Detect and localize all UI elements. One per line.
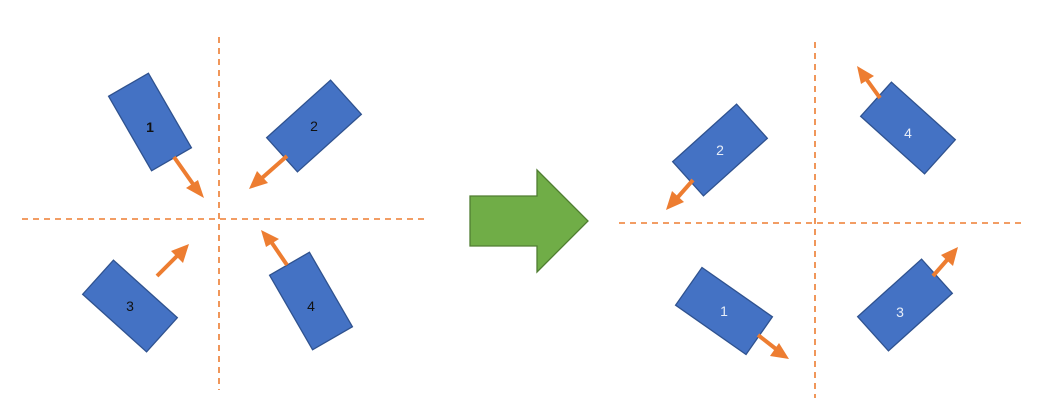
vehicle-label: 3 (126, 298, 134, 314)
before-vehicle-1: 1 (107, 72, 193, 172)
after-arrow-3 (931, 247, 958, 278)
vehicle-label: 1 (720, 303, 728, 319)
before-arrow-4 (261, 230, 289, 267)
before-vehicle-2: 2 (265, 79, 363, 173)
after-vehicle-3: 3 (856, 258, 954, 352)
before-arrow-2 (249, 154, 289, 189)
after-vehicle-1: 1 (674, 266, 774, 356)
vehicle-label: 4 (307, 298, 315, 314)
vehicle-body (107, 72, 193, 172)
after-vehicle-4: 4 (859, 81, 957, 175)
after-arrow-4 (857, 66, 882, 100)
before-vehicle-3: 3 (81, 259, 179, 353)
vehicle-body (859, 81, 957, 175)
transition-arrow (469, 168, 589, 274)
after-arrow-1 (756, 333, 789, 359)
before-arrow-3 (155, 244, 189, 278)
vehicle-label: 2 (310, 118, 318, 134)
vehicle-label: 4 (904, 125, 912, 141)
vehicle-body (268, 251, 354, 351)
vehicle-body (81, 259, 179, 353)
vehicle-label: 1 (146, 119, 154, 135)
after-vehicle-2: 2 (671, 103, 769, 197)
after-panel: 2 4 1 3 (619, 42, 1022, 398)
before-arrow-1 (172, 155, 204, 198)
vehicle-body (856, 258, 954, 352)
before-vehicle-4: 4 (268, 251, 354, 351)
before-panel: 1 2 3 4 (22, 37, 425, 390)
after-arrow-2 (666, 178, 695, 210)
vehicle-body (671, 103, 769, 197)
vehicle-label: 2 (716, 142, 724, 158)
vehicle-label: 3 (896, 304, 904, 320)
vehicle-body (265, 79, 363, 173)
